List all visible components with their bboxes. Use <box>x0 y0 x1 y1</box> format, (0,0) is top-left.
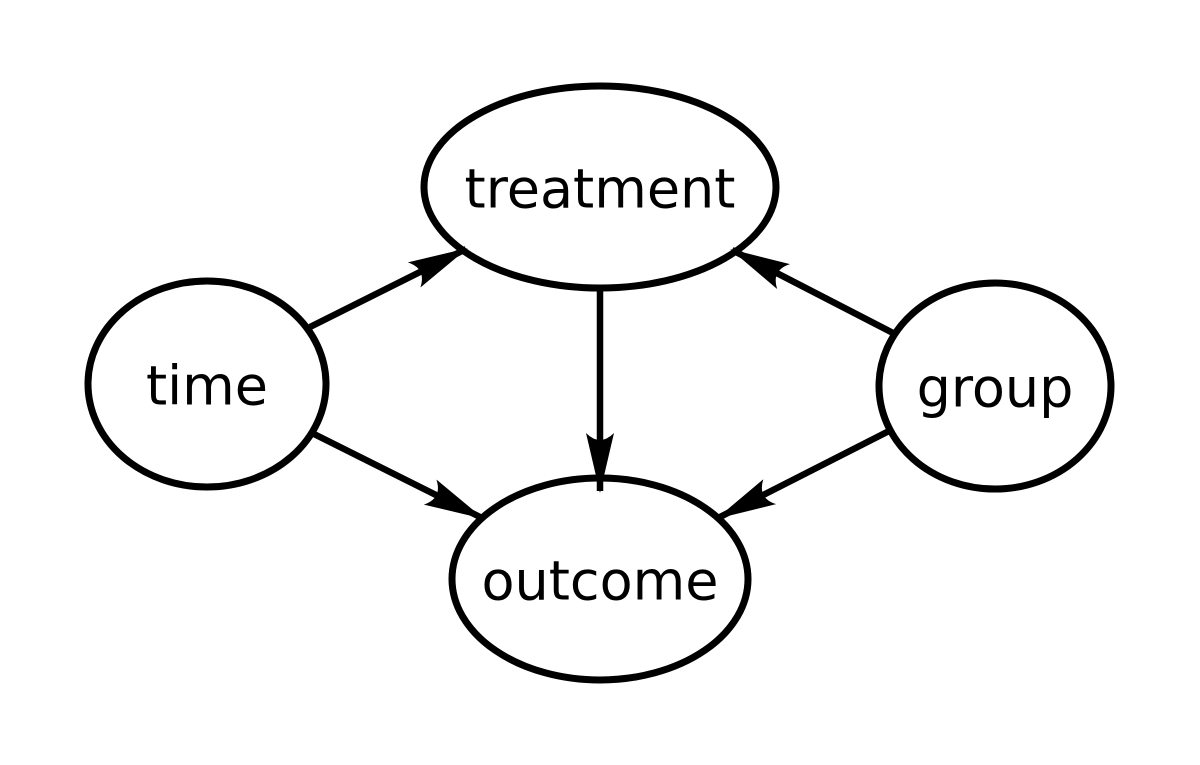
node-time <box>84 277 330 491</box>
node-group-ellipse <box>875 279 1115 493</box>
node-time-label: time <box>146 355 268 418</box>
edge-time-to-outcome <box>310 430 484 521</box>
edge-group-to-treatment <box>730 247 895 336</box>
node-group <box>875 279 1115 493</box>
node-group-label: group <box>917 357 1074 420</box>
node-time-ellipse <box>84 277 330 491</box>
edge-time-to-treatment <box>308 246 468 330</box>
node-treatment-label: treatment <box>465 158 736 221</box>
node-outcome-label: outcome <box>482 550 719 613</box>
edge-group-to-outcome <box>716 427 893 521</box>
